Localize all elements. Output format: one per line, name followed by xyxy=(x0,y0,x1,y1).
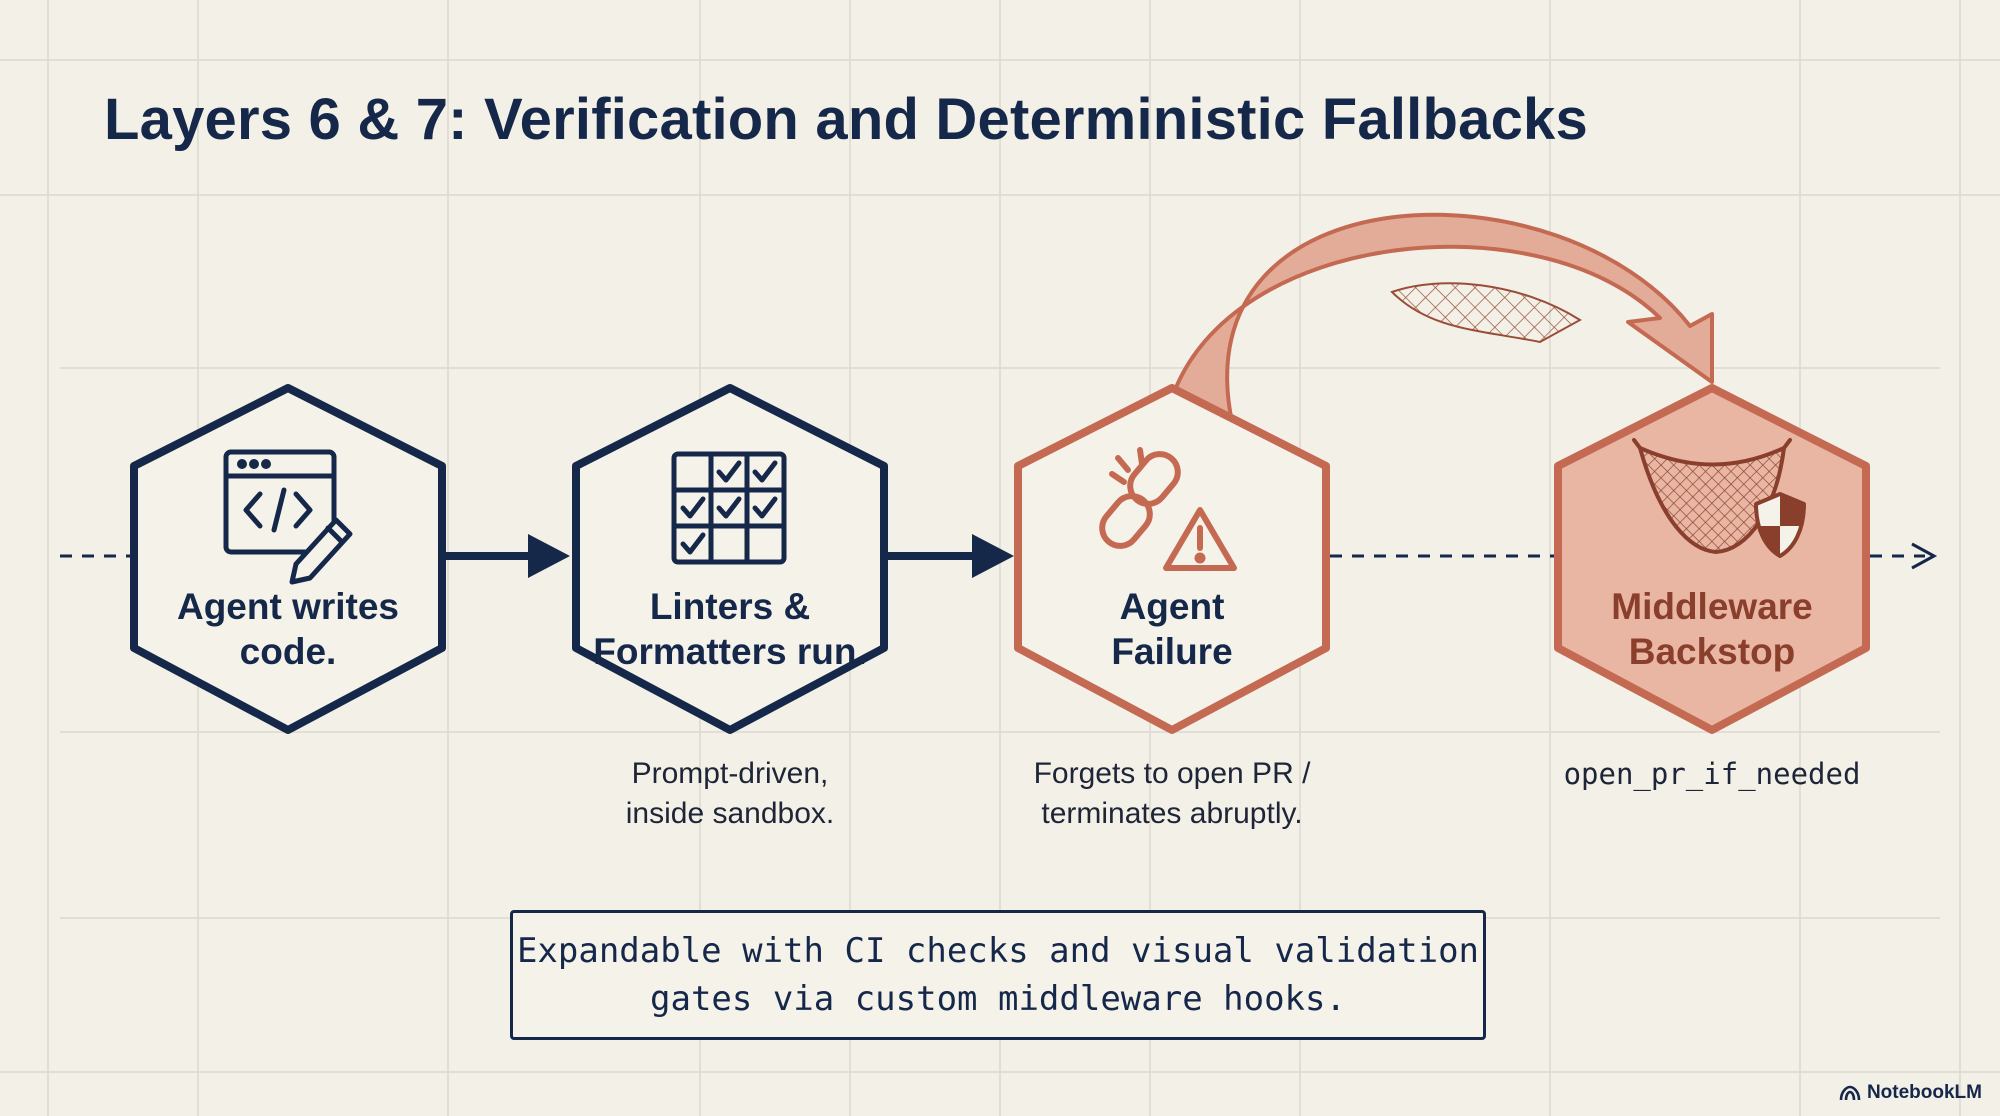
notebooklm-brand: NotebookLM xyxy=(1839,1082,1982,1104)
step-label-linters: Linters & Formatters run. xyxy=(570,584,890,674)
code-editor-pencil-icon xyxy=(223,449,353,585)
note-line: gates via custom middleware hooks. xyxy=(650,979,1346,1019)
step-label-line: Linters & xyxy=(649,586,811,627)
hex-agent-writes xyxy=(130,384,446,734)
step-label-line: Backstop xyxy=(1628,631,1796,672)
step-label-line: code. xyxy=(239,631,337,672)
safety-net-shield-icon xyxy=(1632,438,1806,558)
caption-agent-failure: Forgets to open PR / terminates abruptly… xyxy=(962,754,1382,834)
step-label-line: Middleware xyxy=(1611,586,1813,627)
step-label-line: Agent xyxy=(1119,586,1225,627)
note-line: Expandable with CI checks and visual val… xyxy=(516,931,1480,971)
checklist-grid-icon xyxy=(671,451,787,565)
step-label-agent-writes: Agent writes code. xyxy=(128,584,448,674)
hex-middleware-backstop xyxy=(1554,384,1870,734)
caption-line: inside sandbox. xyxy=(625,797,835,830)
brand-label: NotebookLM xyxy=(1866,1082,1982,1103)
caption-middleware-backstop: open_pr_if_needed xyxy=(1502,754,1922,794)
step-label-agent-failure: Agent Failure xyxy=(1012,584,1332,674)
step-label-middleware-backstop: Middleware Backstop xyxy=(1552,584,1872,674)
step-label-line: Formatters run. xyxy=(593,631,867,672)
caption-linters: Prompt-driven, inside sandbox. xyxy=(520,754,940,834)
arrow-1-head xyxy=(528,534,570,578)
outbound-arrowhead xyxy=(1911,542,1938,570)
step-label-line: Failure xyxy=(1111,631,1233,672)
fallback-curved-arrow xyxy=(1170,212,1714,424)
notebooklm-logo-icon xyxy=(1839,1085,1861,1101)
hex-linters xyxy=(572,384,888,734)
caption-line: Prompt-driven, xyxy=(631,757,829,790)
flow-connectors xyxy=(60,534,1938,578)
step-label-line: Agent writes xyxy=(176,586,400,627)
extensibility-note-box: Expandable with CI checks and visual val… xyxy=(510,910,1486,1040)
fallback-function-name: open_pr_if_needed xyxy=(1563,757,1861,791)
slide-title: Layers 6 & 7: Verification and Determini… xyxy=(104,87,1588,152)
arrow-2-head xyxy=(972,534,1014,578)
caption-line: Forgets to open PR / xyxy=(1033,757,1311,790)
caption-line: terminates abruptly. xyxy=(1041,797,1303,830)
broken-link-warning-icon xyxy=(1099,447,1237,571)
